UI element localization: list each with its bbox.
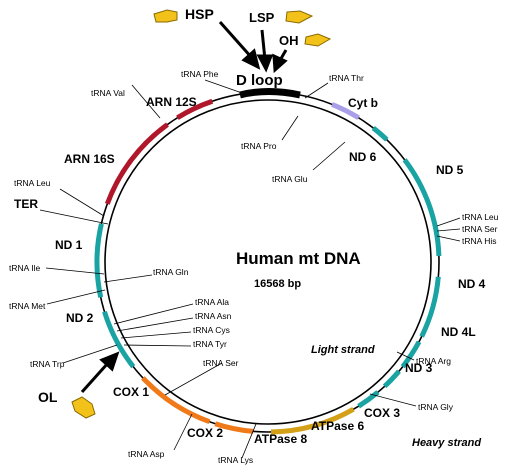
- gene-nd1: ND 1: [55, 238, 83, 252]
- oh-arrow-icon: [304, 33, 332, 47]
- nd6-arc: [371, 126, 389, 142]
- trna-ser-2: tRNA Ser: [462, 224, 498, 234]
- leader-lines: [39, 79, 461, 459]
- trna-met: tRNA Met: [9, 301, 46, 311]
- nd5-arc: [402, 158, 442, 257]
- trna-leu-2: tRNA Leu: [462, 212, 499, 222]
- trna-glu: tRNA Glu: [272, 174, 308, 184]
- gene-arn12s: ARN 12S: [146, 95, 197, 109]
- genome-length: 16568 bp: [254, 278, 301, 290]
- trna-cys: tRNA Cys: [193, 325, 230, 335]
- trna-val: tRNA Val: [91, 88, 125, 98]
- trna-trp: tRNA Trp: [30, 359, 65, 369]
- nd4l-arc: [400, 340, 422, 369]
- trna-pro: tRNA Pro: [241, 141, 277, 151]
- gene-nd4: ND 4: [458, 277, 486, 291]
- gene-cytb: Cyt b: [348, 96, 378, 110]
- heavy-strand-label: Heavy strand: [412, 437, 481, 449]
- cox1-arc: [141, 376, 211, 425]
- hsp-label: HSP: [185, 6, 214, 22]
- d-loop-bar: [239, 88, 301, 99]
- trna-ile: tRNA Ile: [9, 263, 40, 273]
- d-loop-label: D loop: [236, 72, 283, 89]
- inner-strand-circle: [104, 99, 432, 425]
- trna-asn: tRNA Asn: [195, 311, 232, 321]
- gene-nd2: ND 2: [66, 311, 94, 325]
- nd3-arc: [382, 369, 401, 389]
- gene-cox3: COX 3: [364, 406, 400, 420]
- lsp-label: LSP: [249, 10, 275, 25]
- trna-gln: tRNA Gln: [153, 267, 189, 277]
- trna-phe: tRNA Phe: [181, 69, 219, 79]
- nd4-arc: [419, 276, 441, 338]
- oh-label: OH: [279, 33, 299, 48]
- atp-arc: [270, 407, 355, 435]
- trna-asp: tRNA Asp: [128, 449, 165, 459]
- hsp-arrow-icon: [153, 9, 178, 23]
- light-strand-label: Light strand: [311, 344, 375, 356]
- trna-thr: tRNA Thr: [329, 73, 364, 83]
- genome-title: Human mt DNA: [236, 249, 361, 268]
- trna-his: tRNA His: [462, 236, 496, 246]
- gene-atp6: ATPase 6: [311, 419, 364, 433]
- lsp-arrow-icon: [285, 10, 314, 24]
- trna-gly: tRNA Gly: [418, 402, 454, 412]
- gene-nd5: ND 5: [436, 163, 464, 177]
- gene-ter: TER: [14, 197, 38, 211]
- arn12s-arc: [176, 98, 214, 120]
- trna-tyr: tRNA Tyr: [193, 339, 227, 349]
- ol-arrow-icon: [71, 396, 96, 419]
- gene-nd4l: ND 4L: [441, 325, 476, 339]
- trna-leu-1: tRNA Leu: [14, 178, 51, 188]
- nd1-arc: [94, 223, 104, 298]
- gene-arcs: [94, 98, 442, 435]
- gene-cox2: COX 2: [187, 426, 223, 440]
- trna-lys: tRNA Lys: [218, 455, 253, 465]
- promoter-arrows: [80, 21, 288, 394]
- trna-ser-1: tRNA Ser: [203, 358, 239, 368]
- gene-nd3: ND 3: [405, 361, 433, 375]
- orientation-markers: [71, 9, 332, 419]
- trna-arg: tRNA Arg: [416, 356, 451, 366]
- nd2-arc: [102, 310, 136, 369]
- gene-atp8: ATPase 8: [254, 432, 307, 446]
- trna-ala: tRNA Ala: [195, 297, 229, 307]
- gene-cox1: COX 1: [113, 385, 149, 399]
- gene-nd6: ND 6: [349, 150, 377, 164]
- gene-arn16s: ARN 16S: [64, 152, 115, 166]
- ol-label: OL: [38, 389, 58, 405]
- arn16s-arc: [104, 122, 169, 205]
- cox3-arc: [357, 390, 380, 409]
- cytb-arc: [331, 102, 360, 120]
